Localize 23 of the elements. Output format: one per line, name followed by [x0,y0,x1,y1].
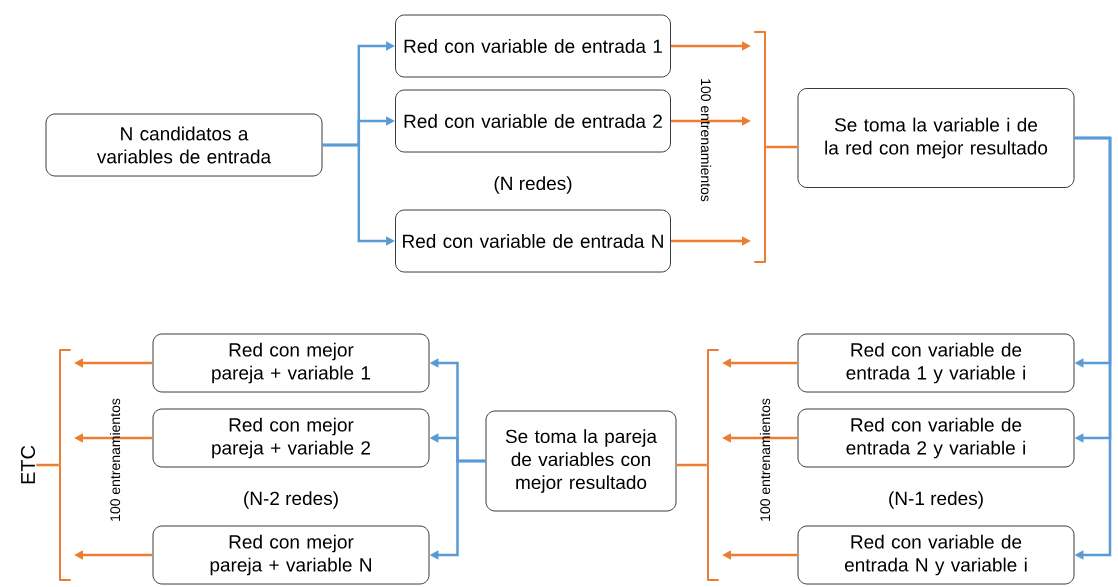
bracket [754,31,766,263]
bracket [59,349,71,581]
process-box: Red con mejor pareja + variable 2 [152,408,430,468]
process-box: Red con variable de entrada N y variable i [797,525,1075,585]
process-box: Red con mejor pareja + variable N [152,525,430,585]
note-label: (N-1 redes) [889,491,983,509]
note-label: (N redes) [494,176,572,194]
process-box: Red con variable de entrada 2 y variable i [797,408,1075,468]
note-label: (N-2 redes) [244,491,338,509]
process-box: Se toma la variable i de la red con mejor resultado [797,88,1075,188]
arrow [1074,136,1112,560]
side-label: ETC [20,445,36,484]
process-box: N candidatos a variables de entrada [45,113,323,177]
process-box: Red con variable de entrada 1 [395,14,671,78]
note-label: 100 entrenamientos [109,398,121,521]
note-label: 100 entrenamientos [700,79,712,202]
bracket [707,349,719,581]
process-box: Red con variable de entrada N [395,209,671,273]
process-box: Red con variable de entrada 2 [395,89,671,153]
note-label: 100 entrenamientos [759,398,771,521]
process-box: Red con mejor pareja + variable 1 [152,333,430,393]
process-box: Se toma la pareja de variables con mejor resultado [485,410,677,512]
process-box: Red con variable de entrada 1 y variable i [797,333,1075,393]
